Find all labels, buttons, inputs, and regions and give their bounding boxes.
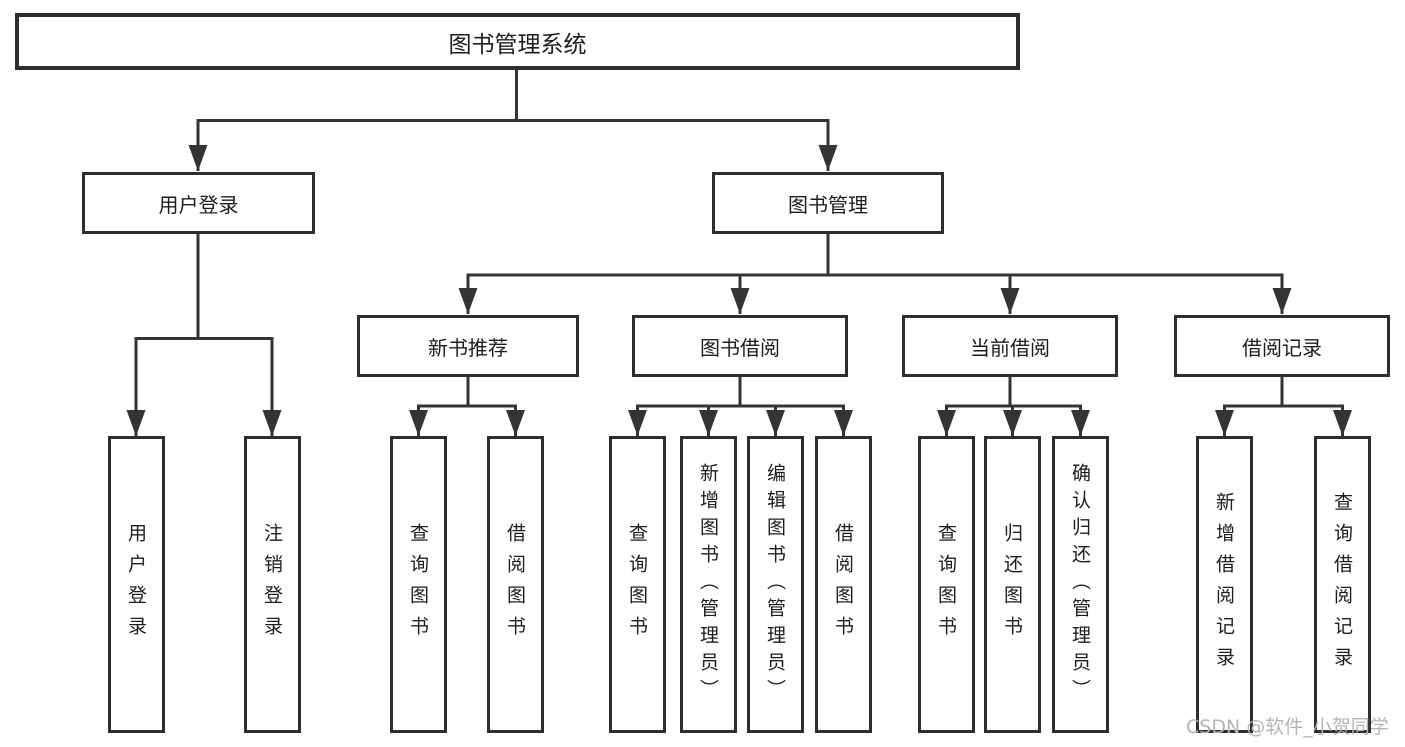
leaf-confirm-return-admin: 确认归还（管理员） <box>1052 436 1109 733</box>
node-library-system: 图书管理系统 <box>15 13 1020 70</box>
node-borrowing-records: 借阅记录 <box>1174 315 1390 377</box>
leaf-query-books-current: 查询图书 <box>918 436 975 733</box>
leaf-borrow-books-borrowing: 借阅图书 <box>815 436 872 733</box>
leaf-query-books-borrowing: 查询图书 <box>609 436 666 733</box>
node-user-login: 用户登录 <box>82 172 315 234</box>
leaf-edit-books-admin: 编辑图书（管理员） <box>747 436 804 733</box>
leaf-add-books-admin: 新增图书（管理员） <box>680 436 737 733</box>
node-book-management: 图书管理 <box>712 172 944 234</box>
leaf-query-borrow-record: 查询借阅记录 <box>1314 436 1371 733</box>
leaf-borrow-books-recommend: 借阅图书 <box>487 436 544 733</box>
leaf-query-books-recommend: 查询图书 <box>390 436 447 733</box>
leaf-add-borrow-record: 新增借阅记录 <box>1196 436 1253 733</box>
node-book-borrowing: 图书借阅 <box>632 315 848 377</box>
leaf-logout: 注销登录 <box>244 436 301 733</box>
node-current-borrowing: 当前借阅 <box>902 315 1118 377</box>
leaf-user-login: 用户登录 <box>108 436 165 733</box>
node-new-book-recommendation: 新书推荐 <box>357 315 579 377</box>
csdn-watermark: CSDN @软件_小贺同学 <box>1186 716 1389 738</box>
leaf-return-books: 归还图书 <box>984 436 1041 733</box>
